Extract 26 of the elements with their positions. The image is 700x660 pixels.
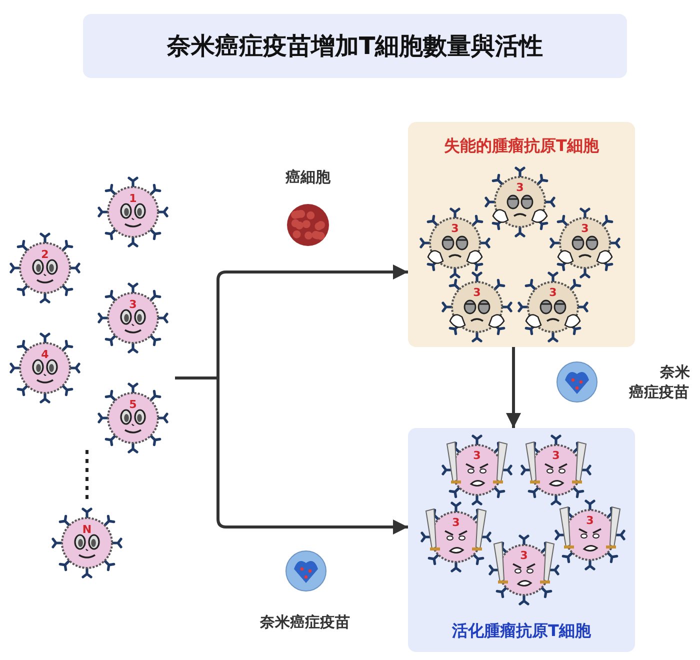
- cell-number: 3: [548, 287, 558, 299]
- arrow: [175, 376, 408, 534]
- cell-number: 3: [472, 450, 482, 462]
- cell-number: 3: [519, 550, 529, 562]
- cell-number: 3: [450, 223, 460, 235]
- arrow: [506, 347, 521, 428]
- picture-caption: 奈米癌症疫苗: [258, 613, 351, 632]
- picture-caption: 奈米癌症疫苗: [629, 362, 691, 402]
- cell-number: 3: [585, 515, 595, 527]
- cell-number: 2: [40, 249, 50, 261]
- title-banner: 奈米癌症疫苗增加T細胞數量與活性: [83, 14, 627, 78]
- cell-group-panel: [408, 122, 635, 347]
- picture-caption: 癌細胞: [284, 168, 332, 187]
- cell-number: 4: [40, 349, 50, 361]
- cell-number: 3: [515, 182, 525, 194]
- cell-number: 3: [472, 287, 482, 299]
- panel-heading: 失能的腫瘤抗原T細胞: [443, 136, 600, 157]
- cell-number: 3: [128, 299, 138, 311]
- panel-heading: 活化腫瘤抗原T細胞: [451, 621, 592, 642]
- cell-number: 3: [551, 450, 561, 462]
- cell-group-panel: [408, 428, 635, 652]
- cell-number: N: [81, 524, 93, 536]
- cell-number: 1: [128, 193, 138, 205]
- cell-number: 3: [580, 223, 590, 235]
- cell-number: 3: [451, 517, 461, 529]
- cell-number: 5: [128, 399, 138, 411]
